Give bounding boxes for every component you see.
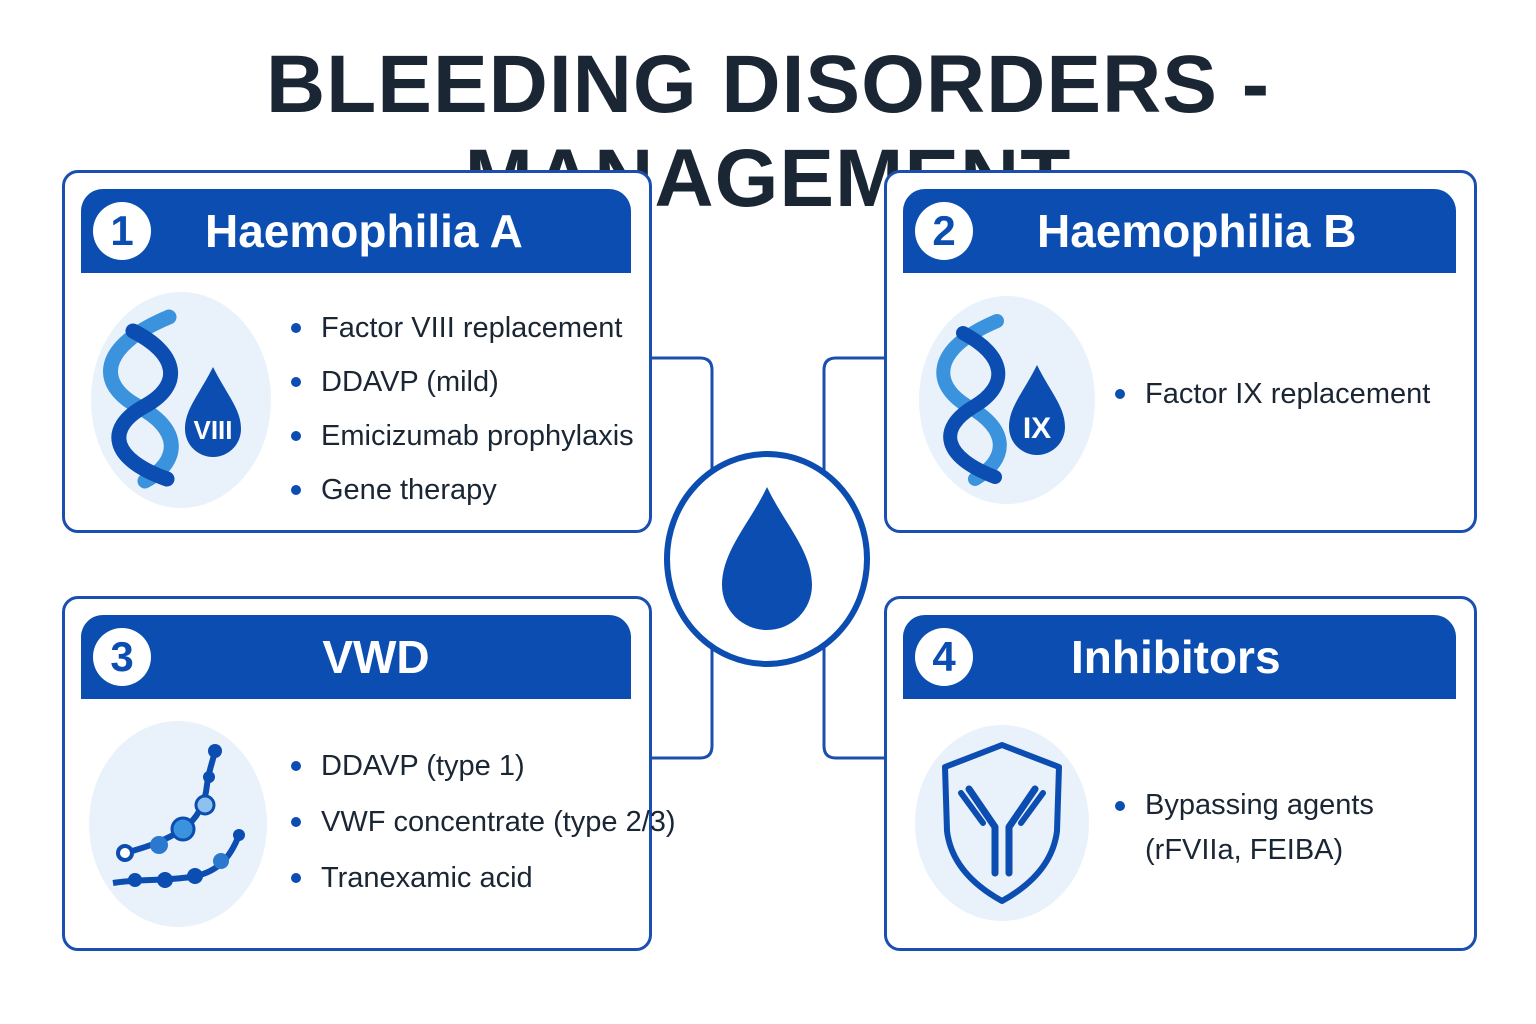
card-vwd: 3 VWD DDAVP (type 1) VWF concentrate (ty… [62, 596, 676, 951]
list-item: VWF concentrate (type 2/3) [291, 805, 676, 861]
dna-helix-blood-drop-icon: VIII [91, 292, 271, 508]
card-title: Inhibitors [1071, 631, 1281, 683]
card-number: 1 [93, 202, 151, 260]
list-item: Emicizumab prophylaxis [291, 419, 634, 473]
connector-line-2 [822, 356, 884, 480]
card-inhibitors: 4 Inhibitors Bypassing agents (rFVIIa, F… [884, 596, 1477, 951]
list-item: (rFVIIa, FEIBA) [1145, 834, 1344, 866]
treatment-list: Bypassing agents (rFVIIa, FEIBA) [1115, 783, 1374, 873]
card-header: 1 Haemophilia A [81, 189, 631, 273]
antibody-shield-icon [915, 725, 1089, 921]
connector-line-1 [652, 356, 714, 480]
factor-label: VIII [193, 415, 232, 445]
list-item: DDAVP (mild) [291, 365, 634, 419]
blood-drop-icon [664, 451, 870, 667]
treatment-list: DDAVP (type 1) VWF concentrate (type 2/3… [291, 749, 676, 917]
card-number: 2 [915, 202, 973, 260]
list-item: Factor VIII replacement [291, 311, 634, 365]
list-item: Bypassing agents [1115, 783, 1374, 828]
card-haemophilia-b: 2 Haemophilia B IX Factor IX replacement [884, 170, 1477, 533]
connector-line-4 [822, 640, 884, 760]
card-haemophilia-a: 1 Haemophilia A VIII Factor VIII replace… [62, 170, 652, 533]
card-title: Haemophilia B [1037, 205, 1357, 257]
card-title: Haemophilia A [205, 205, 523, 257]
card-title: VWD [322, 631, 430, 683]
vwf-multimer-chain-icon [89, 721, 267, 927]
factor-label: IX [1023, 412, 1051, 445]
card-number: 4 [915, 628, 973, 686]
list-item: DDAVP (type 1) [291, 749, 676, 805]
dna-helix-blood-drop-icon: IX [919, 296, 1095, 504]
card-number: 3 [93, 628, 151, 686]
card-header: 4 Inhibitors [903, 615, 1456, 699]
list-item: Factor IX replacement [1115, 377, 1430, 411]
treatment-list: Factor IX replacement [1115, 377, 1430, 411]
treatment-list: Factor VIII replacement DDAVP (mild) Emi… [291, 311, 634, 527]
card-header: 3 VWD [81, 615, 631, 699]
list-item: Tranexamic acid [291, 861, 676, 917]
card-header: 2 Haemophilia B [903, 189, 1456, 273]
connector-line-3 [652, 640, 714, 760]
list-item: Gene therapy [291, 473, 634, 527]
